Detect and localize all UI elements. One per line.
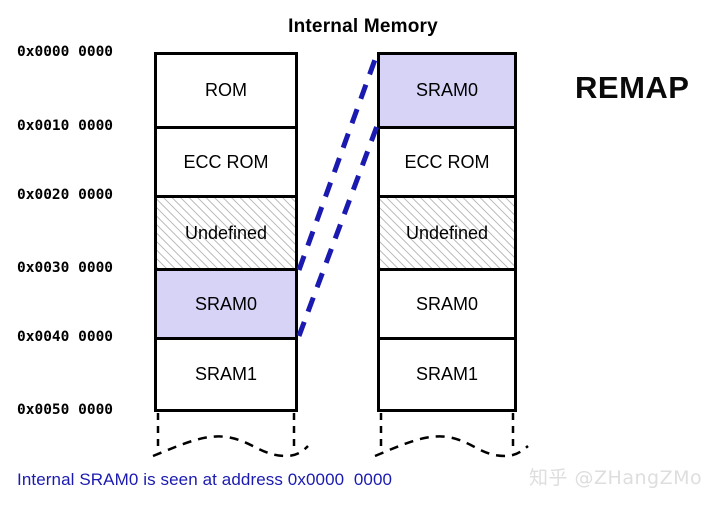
address-label-0x0000-0000: 0x0000 0000	[17, 44, 114, 60]
memory-region-sram1[interactable]: SRAM1	[157, 337, 295, 409]
memory-region-label: Undefined	[184, 222, 268, 243]
memory-region-sram0[interactable]: SRAM0	[157, 268, 295, 337]
caption-text: Internal SRAM0 is seen at address 0x0000…	[17, 470, 393, 489]
memory-region-sram0-remapped[interactable]: SRAM0	[380, 55, 514, 126]
memory-region-label: ECC ROM	[183, 151, 269, 172]
address-label-0x0030-0000: 0x0030 0000	[17, 260, 114, 276]
address-label-0x0050-0000: 0x0050 0000	[17, 402, 114, 418]
address-label-0x0010-0000: 0x0010 0000	[17, 118, 114, 134]
memory-region-label: SRAM1	[194, 364, 257, 384]
memory-region-sram1[interactable]: SRAM1	[380, 337, 514, 409]
memory-region-label: SRAM0	[415, 80, 478, 100]
memory-region-undefined[interactable]: Undefined	[380, 195, 514, 268]
memory-region-label: SRAM0	[415, 293, 478, 314]
remap-label: REMAP	[575, 70, 690, 105]
memory-region-label: ECC ROM	[404, 151, 490, 172]
memory-region-sram0[interactable]: SRAM0	[380, 268, 514, 337]
remap-arrow-sram0-top	[296, 53, 380, 271]
memory-region-ecc-rom[interactable]: ECC ROM	[157, 126, 295, 195]
memory-region-label: Undefined	[405, 222, 489, 243]
continuation-squiggle-left-column	[152, 435, 309, 458]
memory-region-rom[interactable]: ROM	[157, 55, 295, 126]
address-label-0x0020-0000: 0x0020 0000	[17, 187, 114, 203]
memory-region-label: ROM	[205, 80, 247, 100]
watermark: 知乎 @ZHangZMo	[529, 467, 703, 489]
memory-column-before-remap: ROM ECC ROM Undefined SRAM0 SRAM1	[154, 52, 298, 412]
memory-region-label: SRAM0	[194, 293, 257, 314]
page-title: Internal Memory	[288, 16, 438, 37]
address-label-0x0040-0000: 0x0040 0000	[17, 329, 114, 345]
remap-arrow-sram0-bottom	[296, 125, 380, 337]
memory-column-after-remap: SRAM0 ECC ROM Undefined SRAM0 SRAM1	[377, 52, 517, 412]
memory-region-undefined[interactable]: Undefined	[157, 195, 295, 268]
continuation-squiggle-right-column	[374, 435, 529, 458]
memory-region-label: SRAM1	[415, 364, 478, 384]
memory-region-ecc-rom[interactable]: ECC ROM	[380, 126, 514, 195]
